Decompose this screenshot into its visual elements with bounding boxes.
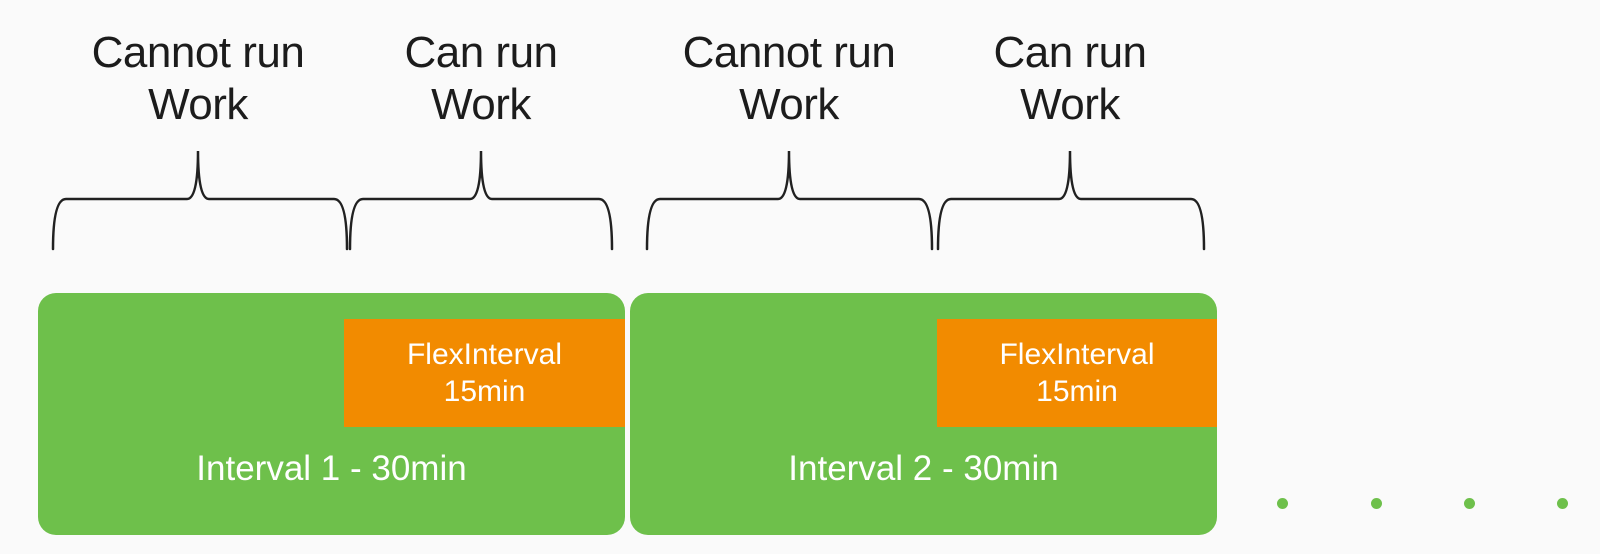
segment-label-can-run-1: Can run Work: [404, 28, 558, 129]
interval-2-box: FlexInterval 15min Interval 2 - 30min: [630, 293, 1217, 535]
interval-2-label: Interval 2 - 30min: [788, 449, 1059, 488]
continuation-dot: [1371, 498, 1382, 509]
brace-can-run-2: [936, 150, 1206, 251]
brace-cannot-run-2: [645, 150, 934, 251]
brace-cannot-run-1: [51, 150, 349, 251]
interval-1-label: Interval 1 - 30min: [196, 449, 467, 488]
flex-interval-2-box: FlexInterval 15min: [937, 319, 1217, 427]
continuation-dot: [1464, 498, 1475, 509]
flex-interval-1-box: FlexInterval 15min: [344, 319, 625, 427]
segment-label-cannot-run-1: Cannot run Work: [91, 28, 305, 129]
brace-can-run-1: [348, 150, 614, 251]
continuation-dot: [1557, 498, 1568, 509]
segment-label-can-run-2: Can run Work: [993, 28, 1147, 129]
continuation-dot: [1277, 498, 1288, 509]
segment-label-cannot-run-2: Cannot run Work: [682, 28, 896, 129]
interval-1-box: FlexInterval 15min Interval 1 - 30min: [38, 293, 625, 535]
